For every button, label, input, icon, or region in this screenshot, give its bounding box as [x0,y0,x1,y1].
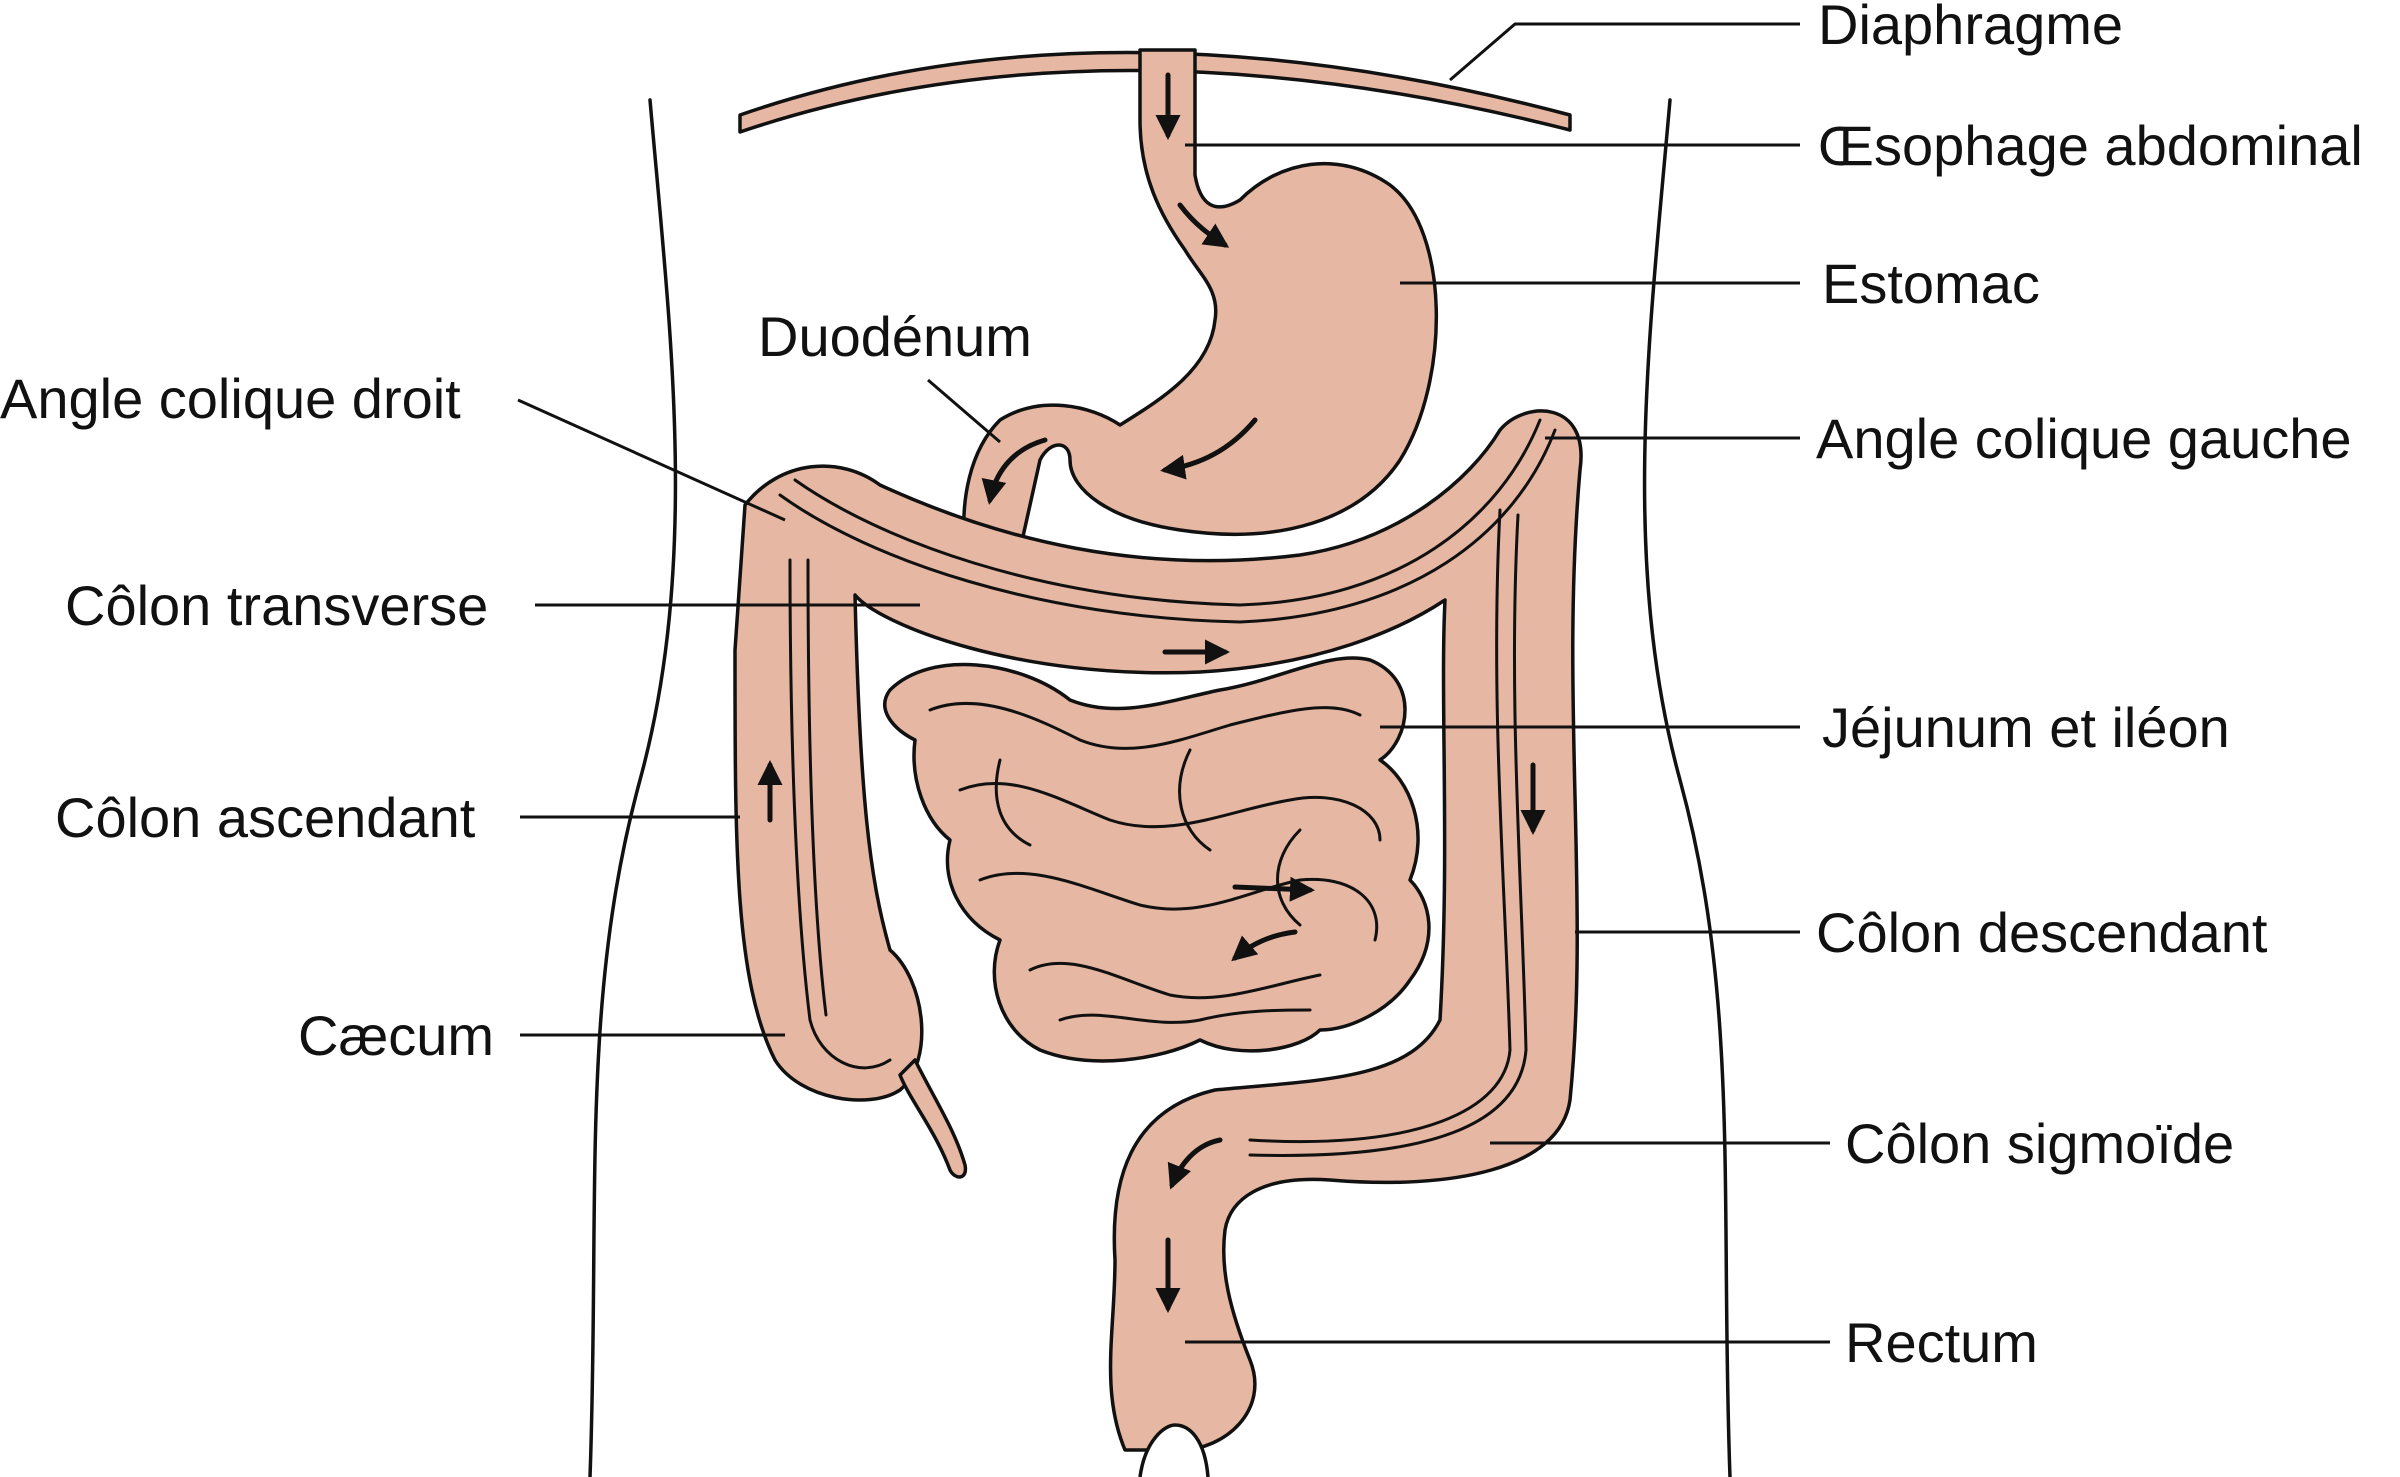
label-angle-droit: Angle colique droit [0,367,461,430]
flow-arrow [1167,1137,1223,1190]
appendix [898,1058,968,1179]
colon-band-descending-2 [1248,513,1528,1157]
label-colon-transverse: Côlon transverse [65,574,488,637]
small-intestine-loop [994,758,1032,847]
leader-angle-droit [517,398,786,522]
flow-arrow [1231,929,1298,962]
label-caecum: Cæcum [298,1004,494,1067]
diaphragm [738,50,1572,134]
small-intestine-loop [978,871,1379,942]
small-intestine-loop [1058,1008,1312,1024]
small-intestine-loop [1028,961,1322,1000]
label-colon-ascendant: Côlon ascendant [55,786,476,849]
leader-lines [517,22,1830,1344]
small-intestine [883,656,1431,1063]
flow-arrow [1232,876,1315,902]
leader-diaphragme [1449,22,1800,82]
label-oesophage: Œsophage abdominal [1818,114,2363,177]
stomach [962,48,1438,552]
label-colon-descendant: Côlon descendant [1816,901,2268,964]
label-diaphragme: Diaphragme [1818,0,2123,56]
torso-right-outline [1642,98,1732,1477]
colon-band-ascending [788,558,892,1070]
small-intestine-loop [958,781,1382,842]
anal-canal [1138,1423,1210,1477]
colon-band-transverse-2 [778,428,1557,624]
flow-arrow [1177,202,1230,248]
colon-band-transverse [793,418,1542,607]
label-angle-gauche: Angle colique gauche [1816,407,2352,470]
leader-duodenum [927,378,1001,444]
label-jejunum: Jéjunum et iléon [1822,696,2230,759]
torso-left-outline [588,98,678,1477]
small-intestine-loop [1276,828,1302,927]
label-duodenum: Duodénum [758,305,1032,368]
label-colon-sigmoide: Côlon sigmoïde [1845,1112,2234,1175]
flow-arrow [1160,417,1258,480]
colon-band-ascending-2 [806,558,828,1017]
label-estomac: Estomac [1822,252,2040,315]
colon-band-descending [1248,508,1512,1144]
label-rectum: Rectum [1845,1311,2038,1374]
small-intestine-loop [1178,748,1212,852]
small-intestine-loop [928,701,1362,750]
colon [733,409,1583,1452]
flow-arrow [981,437,1048,505]
